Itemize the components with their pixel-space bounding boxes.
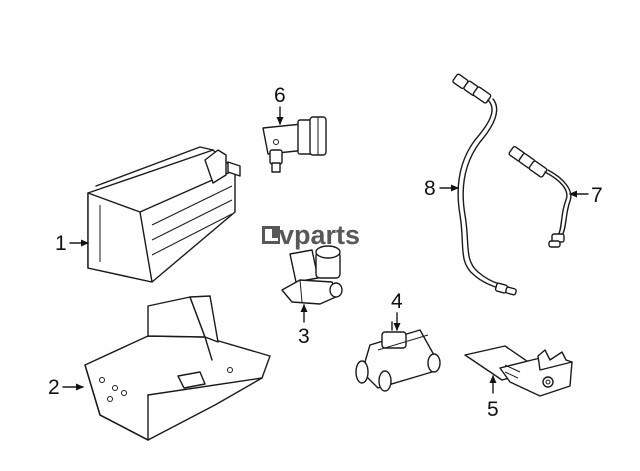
part-7-oxygen-sensor[interactable]: [508, 145, 572, 248]
svg-text:8: 8: [424, 177, 436, 200]
callout-7: 7: [569, 184, 603, 207]
part-4-purge-valve[interactable]: [355, 321, 441, 392]
svg-text:4: 4: [391, 290, 403, 313]
callout-3: 3: [298, 304, 310, 348]
part-6-sensor[interactable]: [262, 116, 327, 173]
watermark: vparts: [262, 220, 360, 250]
lvparts-logo-icon: [262, 226, 280, 244]
part-1-canister[interactable]: [87, 146, 241, 283]
part-3-valve[interactable]: [281, 245, 343, 305]
callout-4: 4: [391, 290, 403, 331]
part-2-bracket[interactable]: [84, 295, 271, 441]
callout-5: 5: [487, 375, 499, 421]
callout-2: 2: [48, 376, 84, 399]
callout-6: 6: [274, 84, 286, 125]
svg-text:5: 5: [487, 398, 499, 421]
svg-text:6: 6: [274, 84, 286, 107]
svg-text:1: 1: [55, 232, 67, 255]
callout-1: 1: [55, 232, 89, 255]
svg-text:3: 3: [298, 325, 310, 348]
svg-text:2: 2: [48, 376, 60, 399]
watermark-text: vparts: [279, 220, 360, 250]
svg-text:7: 7: [591, 184, 603, 207]
part-5-bracket[interactable]: [464, 345, 573, 397]
callout-8: 8: [424, 177, 459, 200]
part-8-oxygen-sensor[interactable]: [452, 73, 517, 296]
